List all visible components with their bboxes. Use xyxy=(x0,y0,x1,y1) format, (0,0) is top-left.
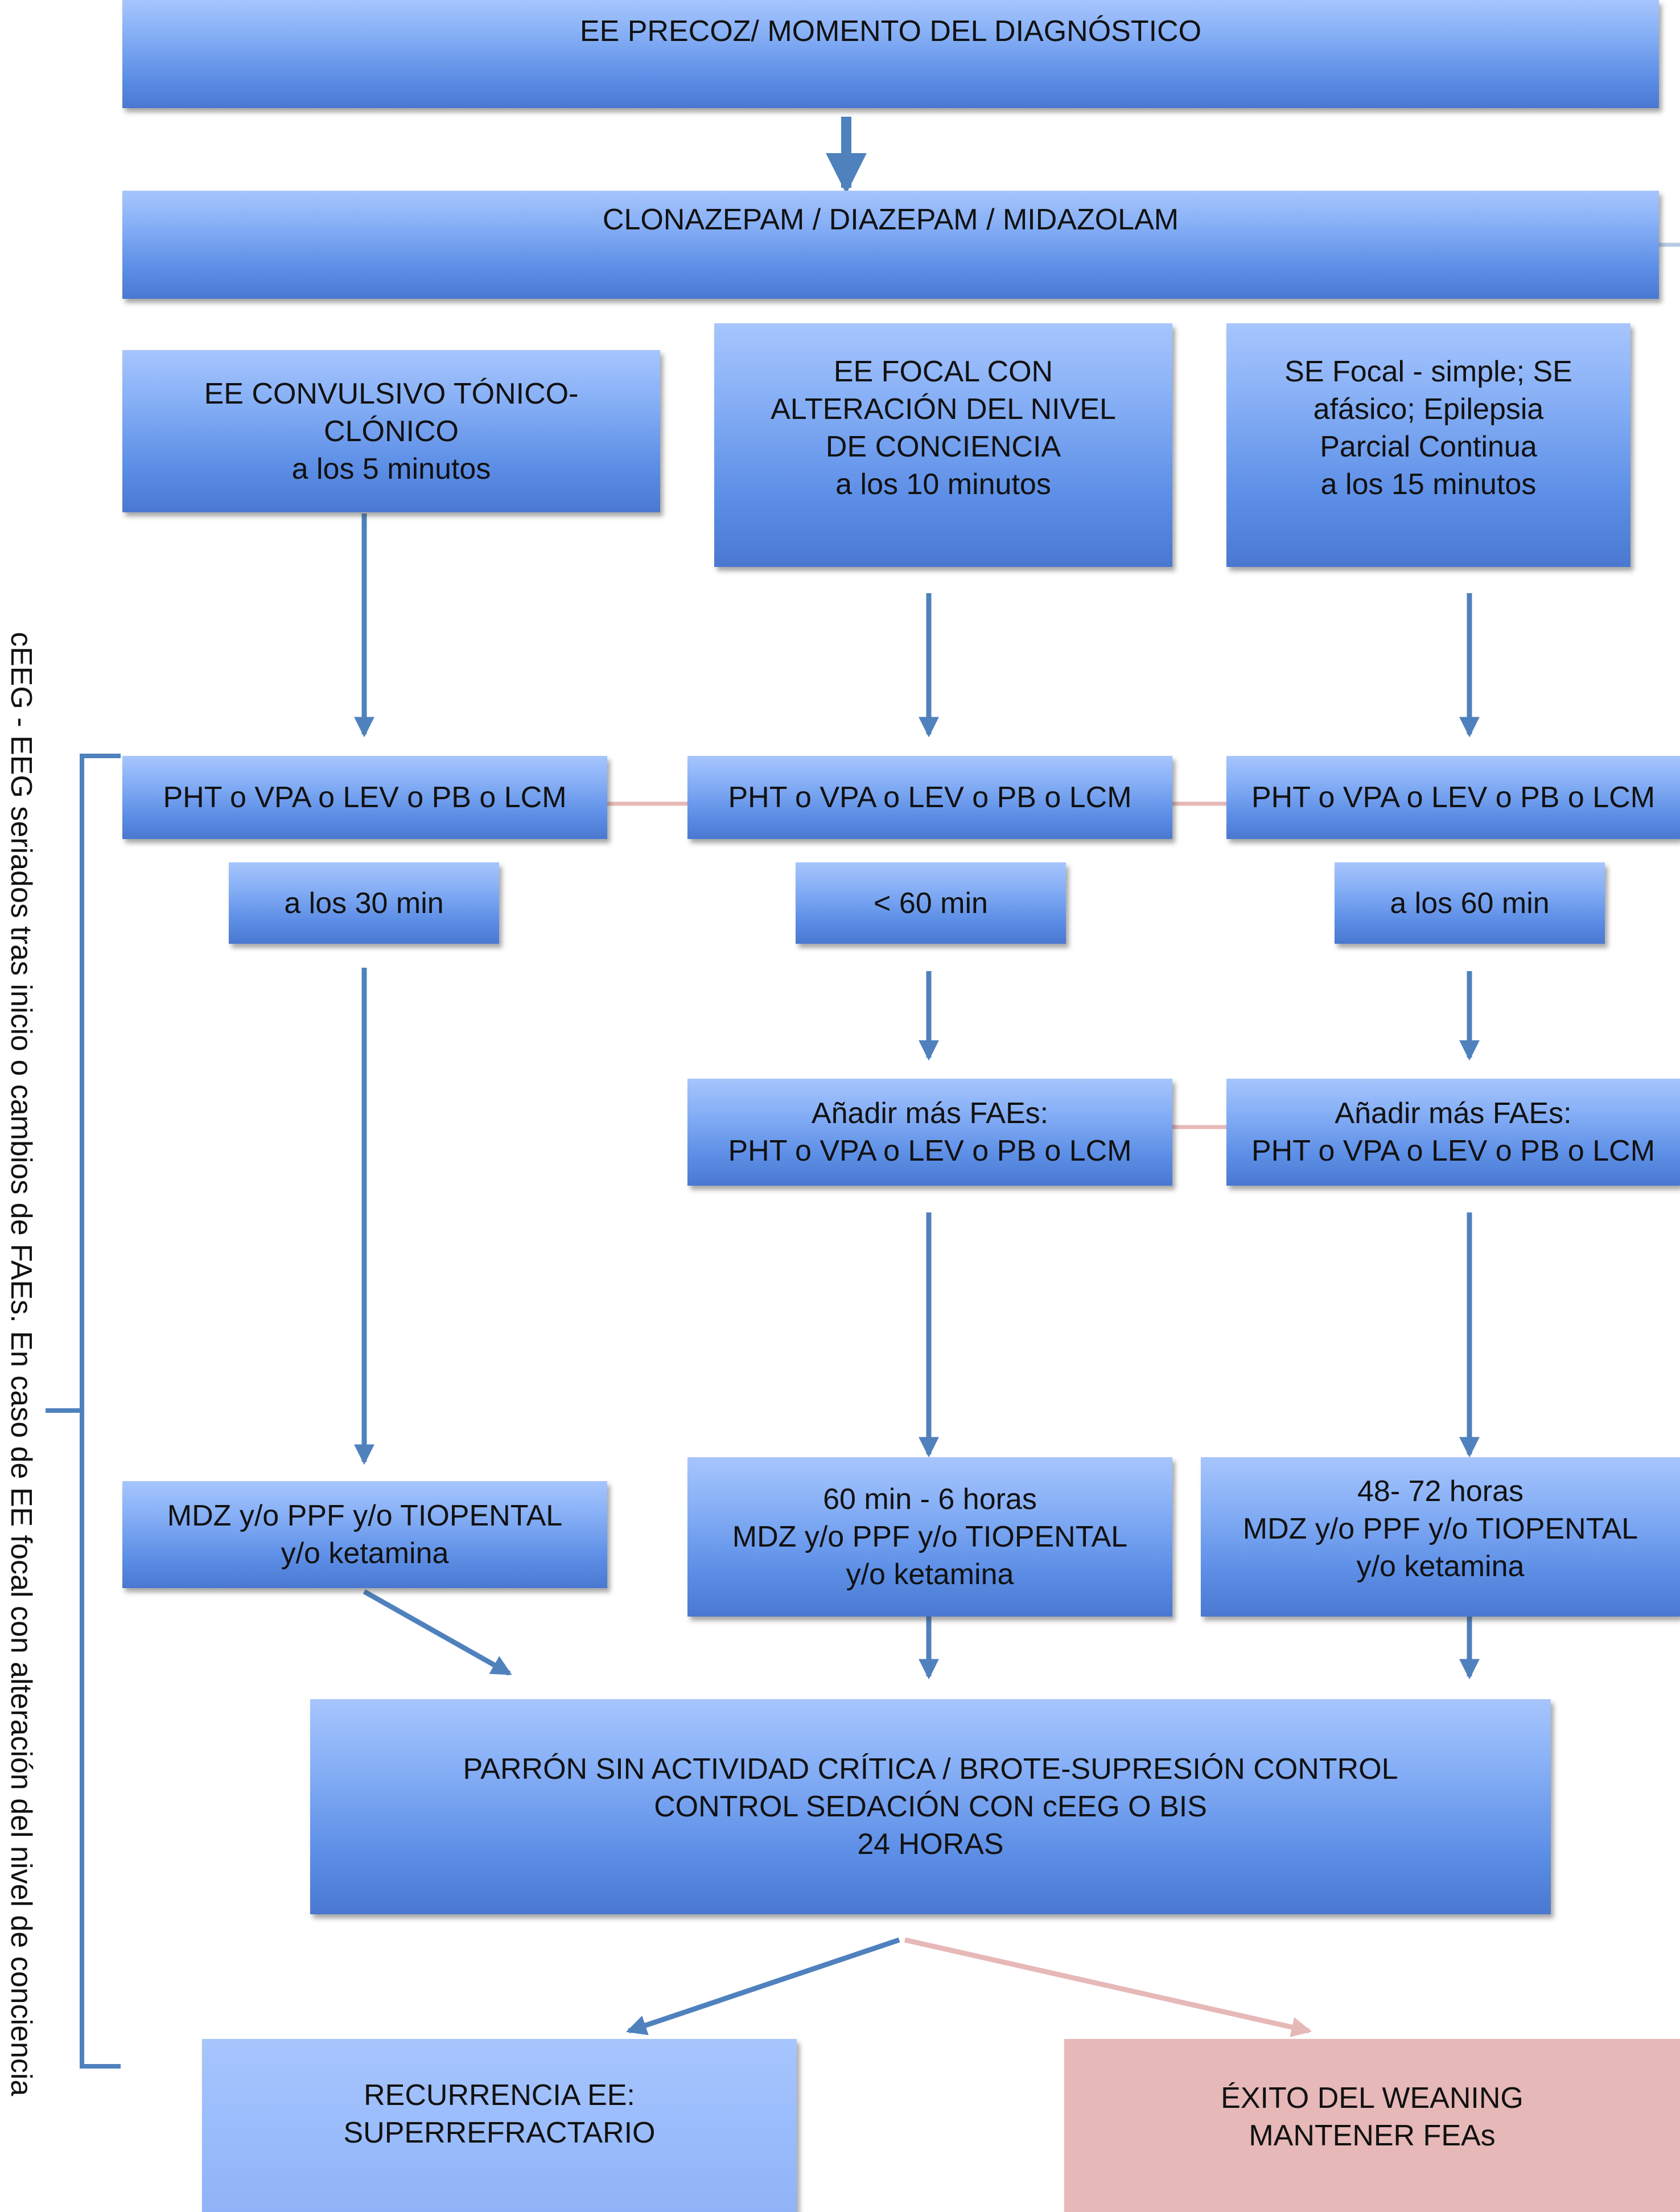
box-line: ÉXITO DEL WEANING xyxy=(1221,2082,1523,2115)
exito-box: ÉXITO DEL WEANING MANTENER FEAs xyxy=(1064,2039,1680,2212)
box-line: y/o ketamina xyxy=(281,1537,449,1570)
box-line: PHT o VPA o LEV o PB o LCM xyxy=(728,781,1132,814)
box-line: Añadir más FAEs: xyxy=(811,1097,1049,1130)
box-line: PHT o VPA o LEV o PB o LCM xyxy=(1251,1134,1656,1167)
box-line: PHT o VPA o LEV o PB o LCM xyxy=(163,781,567,814)
tiempo-box-3: a los 60 min xyxy=(1335,862,1605,944)
box-line: PARRÓN SIN ACTIVIDAD CRÍTICA / BROTE-SUP… xyxy=(463,1753,1398,1786)
box-line: afásico; Epilepsia xyxy=(1313,393,1544,426)
cEEG-side-note: cEEG - EEG seriados tras inicio o cambio… xyxy=(5,632,38,2096)
focal-conciencia-box: EE FOCAL CON ALTERACIÓN DEL NIVEL DE CONCI… xyxy=(714,323,1172,567)
box-line: CLÓNICO xyxy=(324,414,459,448)
box-line: a los 30 min xyxy=(284,886,444,920)
convulsivo-box: EE CONVULSIVO TÓNICO- CLÓNICO a los 5 minu… xyxy=(122,350,660,512)
tiempo-box-2: < 60 min xyxy=(796,862,1066,944)
cEEG-bracket xyxy=(80,754,121,2069)
box-line: y/o ketamina xyxy=(1356,1550,1525,1583)
box-line: SE Focal - simple; SE xyxy=(1284,355,1572,388)
anadir-box-2: Añadir más FAEs: PHT o VPA o LEV o PB o L… xyxy=(687,1079,1172,1186)
box-line: a los 15 minutos xyxy=(1320,468,1537,501)
anestesia-box-1: MDZ y/o PPF y/o TIOPENTAL y/o ketamina xyxy=(122,1481,607,1588)
box-line: 60 min - 6 horas xyxy=(823,1483,1037,1516)
arrow-patron-exito xyxy=(904,1937,1312,2037)
box-line: MDZ y/o PPF y/o TIOPENTAL xyxy=(167,1499,563,1532)
box-line: CLONAZEPAM / DIAZEPAM / MIDAZOLAM xyxy=(602,203,1179,236)
box-line: 48- 72 horas xyxy=(1357,1475,1523,1508)
tiempo-box-1: a los 30 min xyxy=(229,862,499,944)
box-line: RECURRENCIA EE: xyxy=(364,2079,635,2112)
box-line: y/o ketamina xyxy=(846,1558,1014,1591)
arrow-anestesia-1-patron xyxy=(363,1589,512,1676)
box-line: PHT o VPA o LEV o PB o LCM xyxy=(1251,781,1656,814)
box-line: CONTROL SEDACIÓN CON cEEG O BIS xyxy=(654,1790,1207,1823)
inicio-box: EE PRECOZ/ MOMENTO DEL DIAGNÓSTICO xyxy=(122,0,1659,108)
box-line: Parcial Continua xyxy=(1320,430,1537,463)
patron-box: PARRÓN SIN ACTIVIDAD CRÍTICA / BROTE-SUP… xyxy=(310,1699,1551,1914)
box-line: EE CONVULSIVO TÓNICO- xyxy=(204,377,579,410)
box-line: EE PRECOZ/ MOMENTO DEL DIAGNÓSTICO xyxy=(579,15,1202,48)
box-line: MDZ y/o PPF y/o TIOPENTAL xyxy=(732,1520,1128,1553)
box-line: a los 60 min xyxy=(1390,886,1550,920)
arrow-patron-recurrencia xyxy=(625,1937,900,2036)
box-line: < 60 min xyxy=(874,886,988,920)
box-line: 24 HORAS xyxy=(857,1828,1004,1861)
anadir-box-3: Añadir más FAEs: PHT o VPA o LEV o PB o L… xyxy=(1226,1079,1680,1186)
fae-box-3: PHT o VPA o LEV o PB o LCM xyxy=(1226,756,1680,839)
box-line: PHT o VPA o LEV o PB o LCM xyxy=(728,1134,1132,1167)
recurrencia-box: RECURRENCIA EE: SUPERREFRACTARIO xyxy=(202,2039,797,2212)
box-line: DE CONCIENCIA xyxy=(825,430,1061,463)
fae-box-2: PHT o VPA o LEV o PB o LCM xyxy=(687,756,1172,839)
box-line: MDZ y/o PPF y/o TIOPENTAL xyxy=(1242,1512,1638,1545)
fae-box-1: PHT o VPA o LEV o PB o LCM xyxy=(122,756,607,839)
box-line: ALTERACIÓN DEL NIVEL xyxy=(771,393,1116,426)
benzodiacepinas-box: CLONAZEPAM / DIAZEPAM / MIDAZOLAM xyxy=(122,191,1659,299)
box-line: SUPERREFRACTARIO xyxy=(343,2116,656,2149)
box-line: a los 5 minutos xyxy=(291,452,491,486)
box-line: EE FOCAL CON xyxy=(833,355,1053,388)
box-line: a los 10 minutos xyxy=(835,468,1051,501)
box-line: MANTENER FEAs xyxy=(1249,2119,1496,2152)
box-line: Añadir más FAEs: xyxy=(1335,1097,1572,1130)
